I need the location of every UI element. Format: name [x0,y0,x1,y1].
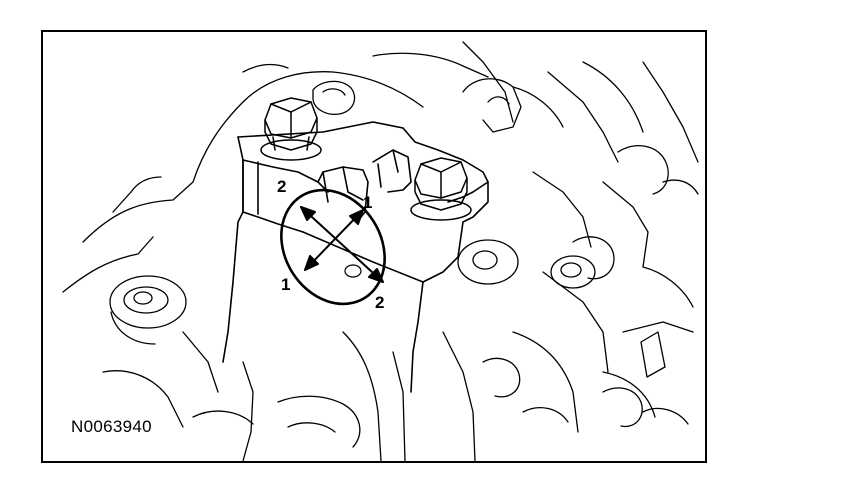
bolt-boss-left [109,275,187,345]
cam-bolt-top [312,80,356,115]
cap-bolt-left [260,97,322,161]
engine-camshaft-cap-illustration [62,41,699,461]
casting-lug-top [462,78,522,133]
cylinder-head-casting [62,41,699,461]
callout-2-top: 2 [277,177,287,196]
callout-1-bottom: 1 [281,275,291,294]
bolt-boss-right [457,239,596,289]
camshaft-bearing-cap [222,121,489,393]
arrow-1-head-top [349,209,364,225]
figure-id: N0063940 [71,417,152,436]
cap-bolt-right [410,157,472,221]
arrow-2-head-top [300,206,316,221]
arrow-1-head-bottom [304,255,319,271]
arrow-2 [300,206,384,283]
measurement-circle [280,188,386,306]
callout-1-top: 1 [363,193,373,212]
arrow-2-head-bottom [368,268,384,283]
measurement-arrows [300,206,384,283]
callout-2-bottom: 2 [375,293,385,312]
illustration-frame: 2 1 1 2 N0063940 [41,30,707,463]
